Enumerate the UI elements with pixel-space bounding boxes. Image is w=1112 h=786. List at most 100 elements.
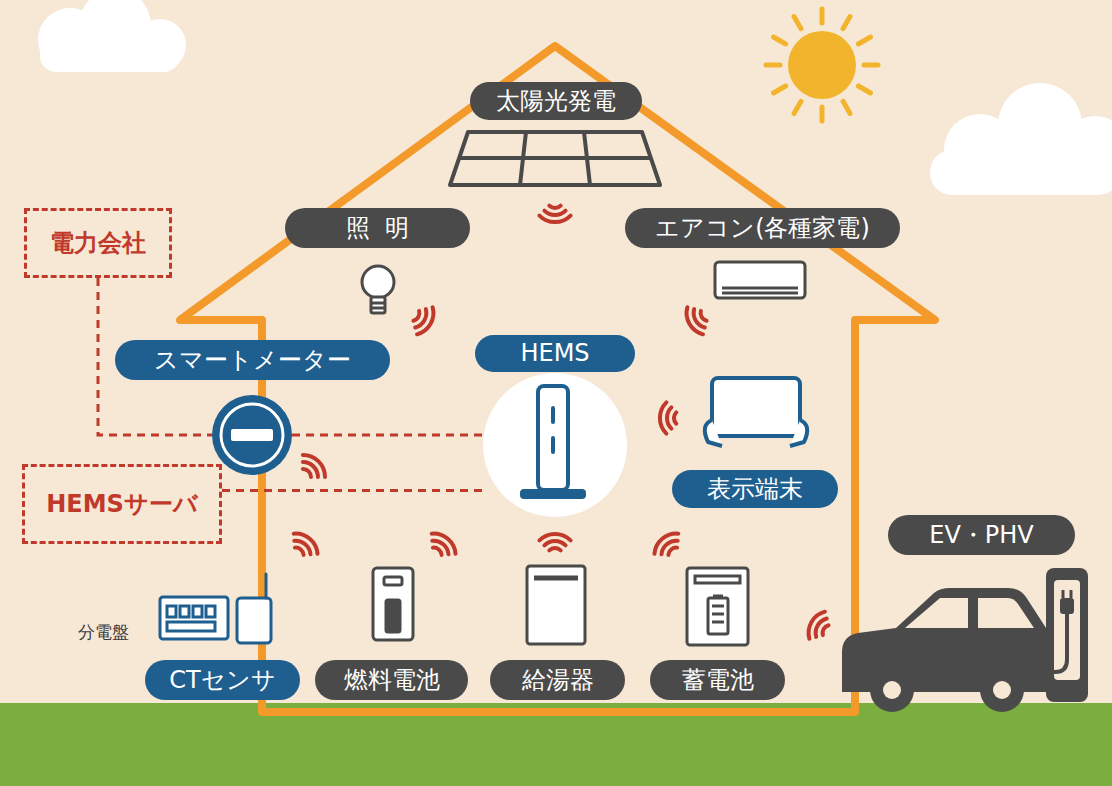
tablet: [790, 420, 807, 446]
air-conditioner: [715, 262, 805, 298]
storage-battery-icon: [708, 598, 728, 634]
display-pill: 表示端末: [672, 470, 838, 508]
distribution-board: [180, 606, 189, 617]
node-label: HEMS: [475, 335, 635, 372]
fuel-cell-icon: [373, 568, 413, 640]
company-box: 電力会社: [24, 208, 172, 278]
electric-car: [842, 588, 1046, 712]
wireless-signal: [287, 529, 321, 562]
air-conditioner: [722, 288, 798, 293]
cloud: [930, 83, 1112, 195]
light-bulb: [362, 266, 394, 313]
light-bulb: [371, 297, 385, 313]
electric-car: [980, 668, 1024, 712]
wireless-signal: [804, 608, 834, 643]
charger: [1046, 568, 1088, 702]
wireless-signal: [682, 302, 712, 337]
node-label: HEMSサーバ: [46, 491, 198, 517]
tablet: [705, 378, 807, 446]
sun: [794, 17, 801, 29]
tablet: [712, 378, 800, 436]
node-label: 表示端末: [707, 476, 803, 502]
hems-router: [483, 373, 627, 517]
cloud: [930, 150, 1112, 195]
distribution-board: [167, 622, 215, 631]
part-label: 分電盤: [78, 621, 129, 644]
electric-car: [870, 668, 914, 712]
dashed-link: [222, 489, 483, 492]
node-label: 電力会社: [50, 230, 146, 256]
distribution-board: [167, 606, 176, 617]
fuel-cell-icon: [386, 600, 400, 632]
sun: [766, 63, 780, 68]
hems-router: [538, 386, 568, 490]
sun: [820, 9, 825, 23]
wireless-signal: [660, 402, 676, 433]
sun: [794, 101, 801, 113]
server-box: HEMSサーバ: [22, 464, 222, 544]
node-label: 照明: [332, 215, 423, 241]
hems-router: [551, 408, 555, 452]
storage-battery-icon: [687, 568, 748, 645]
storage-battery-icon: [712, 596, 724, 622]
wireless-signal: [650, 529, 684, 562]
electric-car: [978, 598, 1034, 628]
water-heater-icon: [527, 566, 585, 644]
node-label: 給湯器: [522, 667, 594, 693]
light-bulb: [372, 303, 384, 308]
node-label: CTセンサ: [169, 667, 275, 693]
lighting-pill: 照明: [285, 208, 470, 248]
dashed-link: [292, 434, 483, 437]
sun: [774, 86, 786, 93]
hems-router: [483, 373, 627, 517]
fuel-cell-icon: [373, 568, 413, 640]
ev-pill: EV・PHV: [888, 515, 1075, 555]
distribution-board: [193, 606, 202, 617]
smart-meter-icon: [212, 395, 292, 475]
sun: [766, 9, 878, 121]
water-heater-pill: 給湯器: [490, 660, 625, 700]
ct-sensor-pill: CTセンサ: [145, 660, 300, 700]
battery-pill: 蓄電池: [650, 660, 785, 700]
charger: [1046, 612, 1067, 672]
solar-pill: 太陽光発電: [470, 82, 642, 120]
charger: [1060, 598, 1074, 614]
storage-battery-icon: [687, 568, 748, 645]
wireless-signal: [296, 450, 330, 484]
distribution-board: [160, 597, 228, 639]
smart-meter-icon: [221, 404, 283, 466]
air-conditioner: [715, 262, 805, 298]
sun: [858, 86, 870, 93]
storage-battery-icon: [695, 576, 740, 583]
solar-panel: [450, 132, 660, 185]
sun: [843, 101, 850, 113]
ct-sensor: [237, 574, 271, 643]
node-label: スマートメーター: [115, 340, 390, 380]
solar-panel: [450, 132, 660, 185]
water-heater-icon: [527, 566, 585, 644]
hems-router: [520, 489, 586, 499]
wireless-signal: [425, 529, 459, 562]
sun: [843, 17, 850, 29]
smart-meter-node: スマートメーター: [212, 395, 292, 475]
fuel-cell-icon: [384, 577, 402, 585]
wireless-signal: [539, 534, 570, 550]
electric-car: [883, 681, 901, 699]
sun: [788, 31, 856, 99]
cloud: [40, 40, 180, 72]
water-heater-icon: [534, 576, 578, 581]
sun: [820, 107, 825, 121]
sun: [864, 63, 878, 68]
solar-panel: [459, 132, 651, 185]
node-label: 蓄電池: [682, 667, 754, 693]
ct-sensor: [265, 574, 268, 598]
node-label: EV・PHV: [929, 522, 1034, 548]
tablet: [705, 420, 722, 446]
charger: [1046, 568, 1088, 702]
sun: [774, 37, 786, 44]
distribution-board: [206, 606, 215, 617]
node-label: エアコン(各種家電): [655, 215, 870, 241]
